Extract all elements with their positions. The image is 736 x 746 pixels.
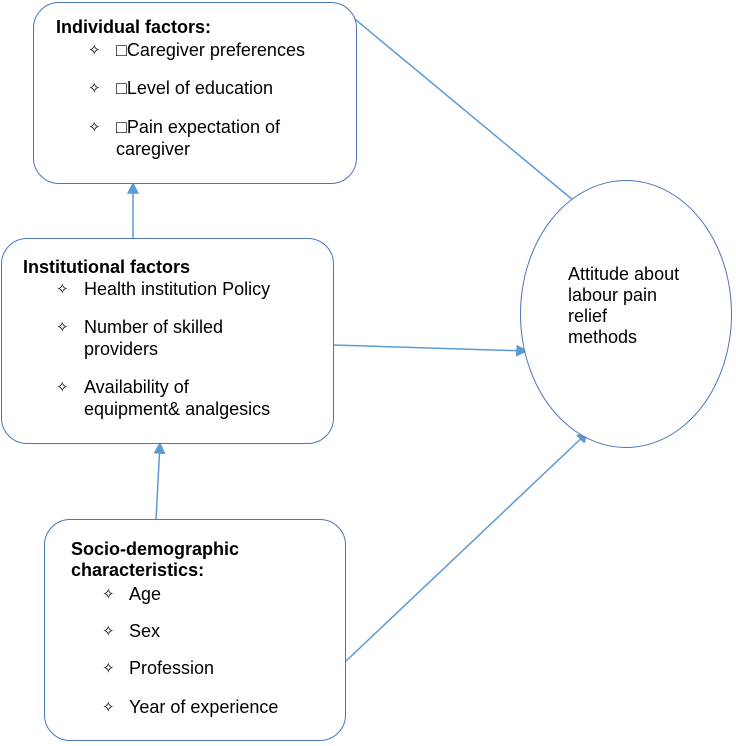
- socio-item-sex: Sex: [129, 621, 161, 641]
- institutional-factors-title: Institutional factors: [23, 257, 191, 277]
- bullet-icon: ✧: [102, 623, 115, 640]
- individual-factors-box: Individual factors: ✧ □Caregiver prefere…: [33, 2, 357, 184]
- institutional-item-equipment-cont: equipment& analgesics: [84, 399, 271, 419]
- socio-item-profession: Profession: [129, 658, 215, 678]
- institutional-item-policy: Health institution Policy: [84, 279, 271, 299]
- individual-item-pain-expectation: □Pain expectation of: [116, 117, 280, 137]
- arrow-individual-to-outcome: [349, 14, 586, 211]
- institutional-item-skilled-providers-cont: providers: [84, 339, 159, 359]
- bullet-icon: ✧: [102, 699, 115, 716]
- individual-item-pain-expectation-cont: caregiver: [116, 139, 191, 159]
- bullet-icon: ✧: [88, 119, 101, 136]
- bullet-icon: ✧: [102, 586, 115, 603]
- institutional-item-skilled-providers: Number of skilled: [84, 317, 224, 337]
- socio-demographic-title-line1: Socio-demographic: [71, 539, 240, 559]
- bullet-icon: ✧: [56, 319, 69, 336]
- arrow-socio-to-institutional: [153, 441, 166, 521]
- individual-item-level-of-education: □Level of education: [116, 78, 273, 98]
- bullet-icon: ✧: [56, 281, 69, 298]
- arrow-institutional-to-outcome: [332, 344, 529, 357]
- outcome-line: relief: [568, 306, 608, 326]
- attitude-outcome-oval: [520, 180, 732, 448]
- attitude-outcome-label: Attitude about labour pain relief method…: [568, 264, 718, 348]
- bullet-icon: ✧: [88, 80, 101, 97]
- institutional-item-equipment: Availability of: [84, 377, 189, 397]
- arrow-socio-to-outcome: [344, 431, 589, 663]
- outcome-line: labour pain: [568, 285, 658, 305]
- bullet-icon: ✧: [88, 42, 101, 59]
- bullet-icon: ✧: [102, 660, 115, 677]
- outcome-line: Attitude about: [568, 264, 680, 284]
- individual-factors-title: Individual factors:: [56, 17, 212, 37]
- socio-demographic-box: Socio-demographic characteristics: ✧ Age…: [44, 519, 346, 741]
- individual-item-caregiver-preferences: □Caregiver preferences: [116, 40, 305, 60]
- socio-item-year-of-experience: Year of experience: [129, 697, 279, 717]
- institutional-factors-box: Institutional factors ✧ Health instituti…: [1, 238, 334, 444]
- socio-demographic-title-line2: characteristics:: [71, 560, 205, 580]
- socio-item-age: Age: [129, 584, 162, 604]
- bullet-icon: ✧: [56, 379, 69, 396]
- outcome-line: methods: [568, 327, 638, 347]
